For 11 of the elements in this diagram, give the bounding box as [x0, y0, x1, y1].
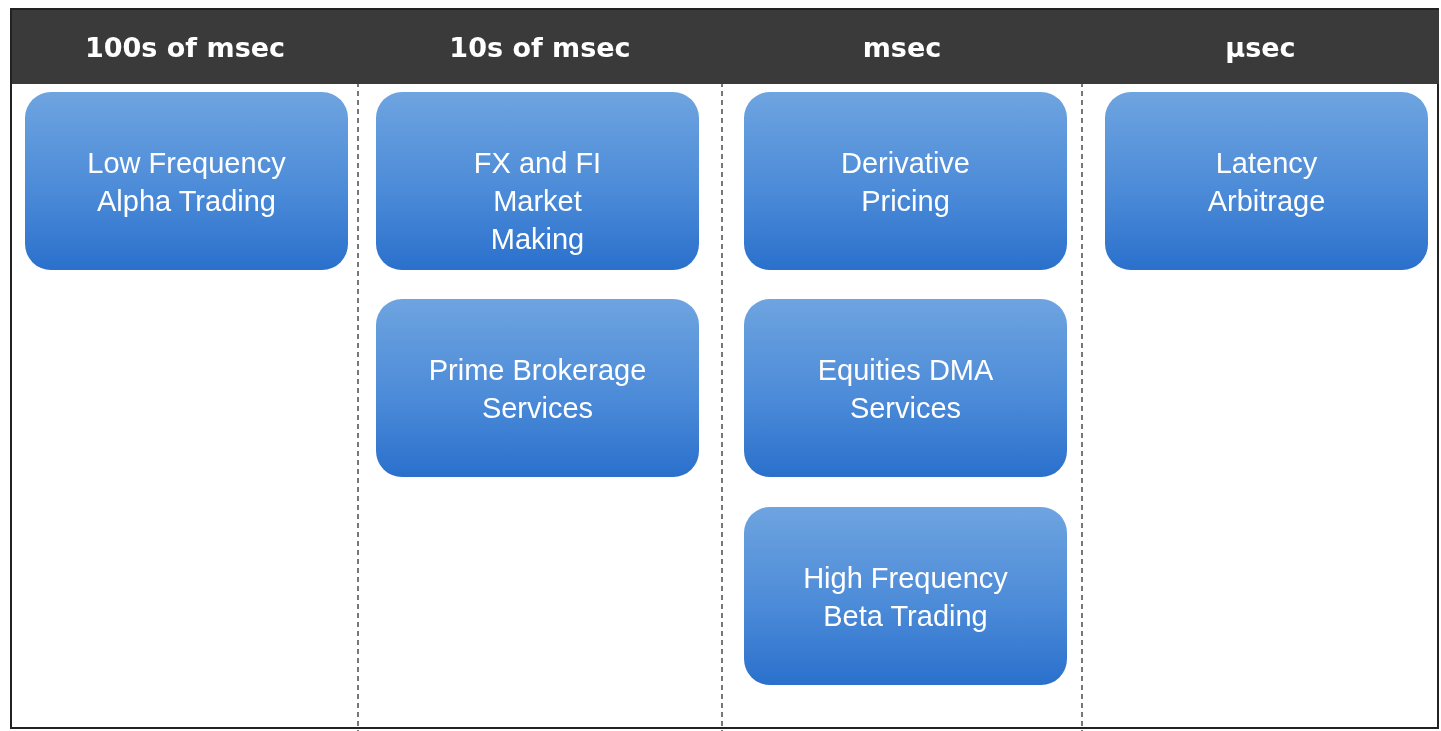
- category-box: Low Frequency Alpha Trading: [25, 92, 348, 270]
- category-box: High Frequency Beta Trading: [744, 507, 1067, 685]
- category-box: Prime Brokerage Services: [376, 299, 699, 477]
- category-box: FX and FI Market Making: [376, 92, 699, 270]
- column-header: msec: [722, 10, 1082, 84]
- column-header: µsec: [1082, 10, 1439, 84]
- column-header: 100s of msec: [12, 10, 358, 84]
- column-header: 10s of msec: [358, 10, 722, 84]
- category-box: Derivative Pricing: [744, 92, 1067, 270]
- category-box: Latency Arbitrage: [1105, 92, 1428, 270]
- category-box: Equities DMA Services: [744, 299, 1067, 477]
